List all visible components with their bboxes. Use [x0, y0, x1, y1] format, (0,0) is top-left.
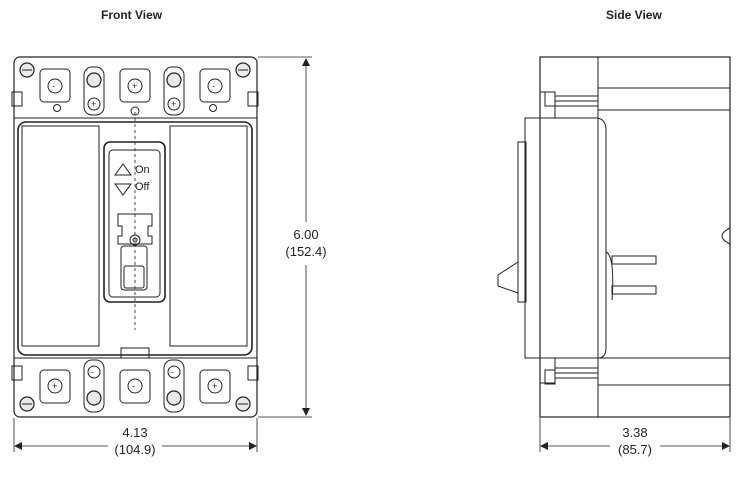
rear-stud-2	[611, 285, 657, 295]
left-panel	[21, 125, 100, 347]
front-view-title: Front View	[101, 8, 163, 22]
svg-text:+: +	[52, 381, 57, 391]
handle-window	[108, 149, 161, 298]
svg-text:-: -	[91, 367, 94, 377]
handle-grip	[123, 265, 145, 289]
handle-housing	[103, 141, 166, 303]
side-outer-body	[539, 56, 731, 418]
handle-slot	[117, 213, 153, 245]
svg-text:+: +	[132, 81, 137, 91]
side-view-drawing	[497, 56, 731, 452]
off-arrow-icon	[114, 183, 132, 196]
svg-text:+: +	[212, 381, 217, 391]
width-dimension: 4.13 (104.9)	[105, 424, 165, 458]
svg-text:+: +	[171, 99, 176, 109]
svg-text:+: +	[91, 99, 96, 109]
front-view-drawing: - + - + + + - + - -	[11, 56, 312, 452]
svg-text:-: -	[52, 81, 55, 91]
on-label: On	[135, 164, 150, 176]
depth-mm: (85.7)	[618, 442, 652, 457]
off-label: Off	[135, 181, 150, 193]
height-inches: 6.00	[293, 227, 319, 242]
on-arrow-icon	[114, 163, 132, 176]
right-panel	[169, 125, 248, 347]
depth-dimension: 3.38 (85.7)	[605, 424, 665, 458]
front-outer-body	[13, 56, 258, 418]
height-mm: (152.4)	[285, 244, 327, 259]
svg-text:-: -	[171, 367, 174, 377]
width-mm: (104.9)	[114, 442, 156, 457]
svg-text:-: -	[212, 81, 215, 91]
height-dimension: 6.00 (152.4)	[276, 226, 336, 260]
bottom-terminals	[11, 359, 259, 413]
side-handle	[497, 261, 519, 294]
handle-lever	[120, 245, 148, 291]
top-terminals	[11, 62, 259, 116]
side-view-title: Side View	[606, 8, 662, 22]
side-handle-base	[517, 141, 527, 303]
width-inches: 4.13	[122, 425, 148, 440]
rear-stud-1	[611, 255, 657, 265]
svg-text:-: -	[132, 381, 135, 391]
front-cover-frame	[17, 121, 253, 356]
depth-inches: 3.38	[622, 425, 648, 440]
